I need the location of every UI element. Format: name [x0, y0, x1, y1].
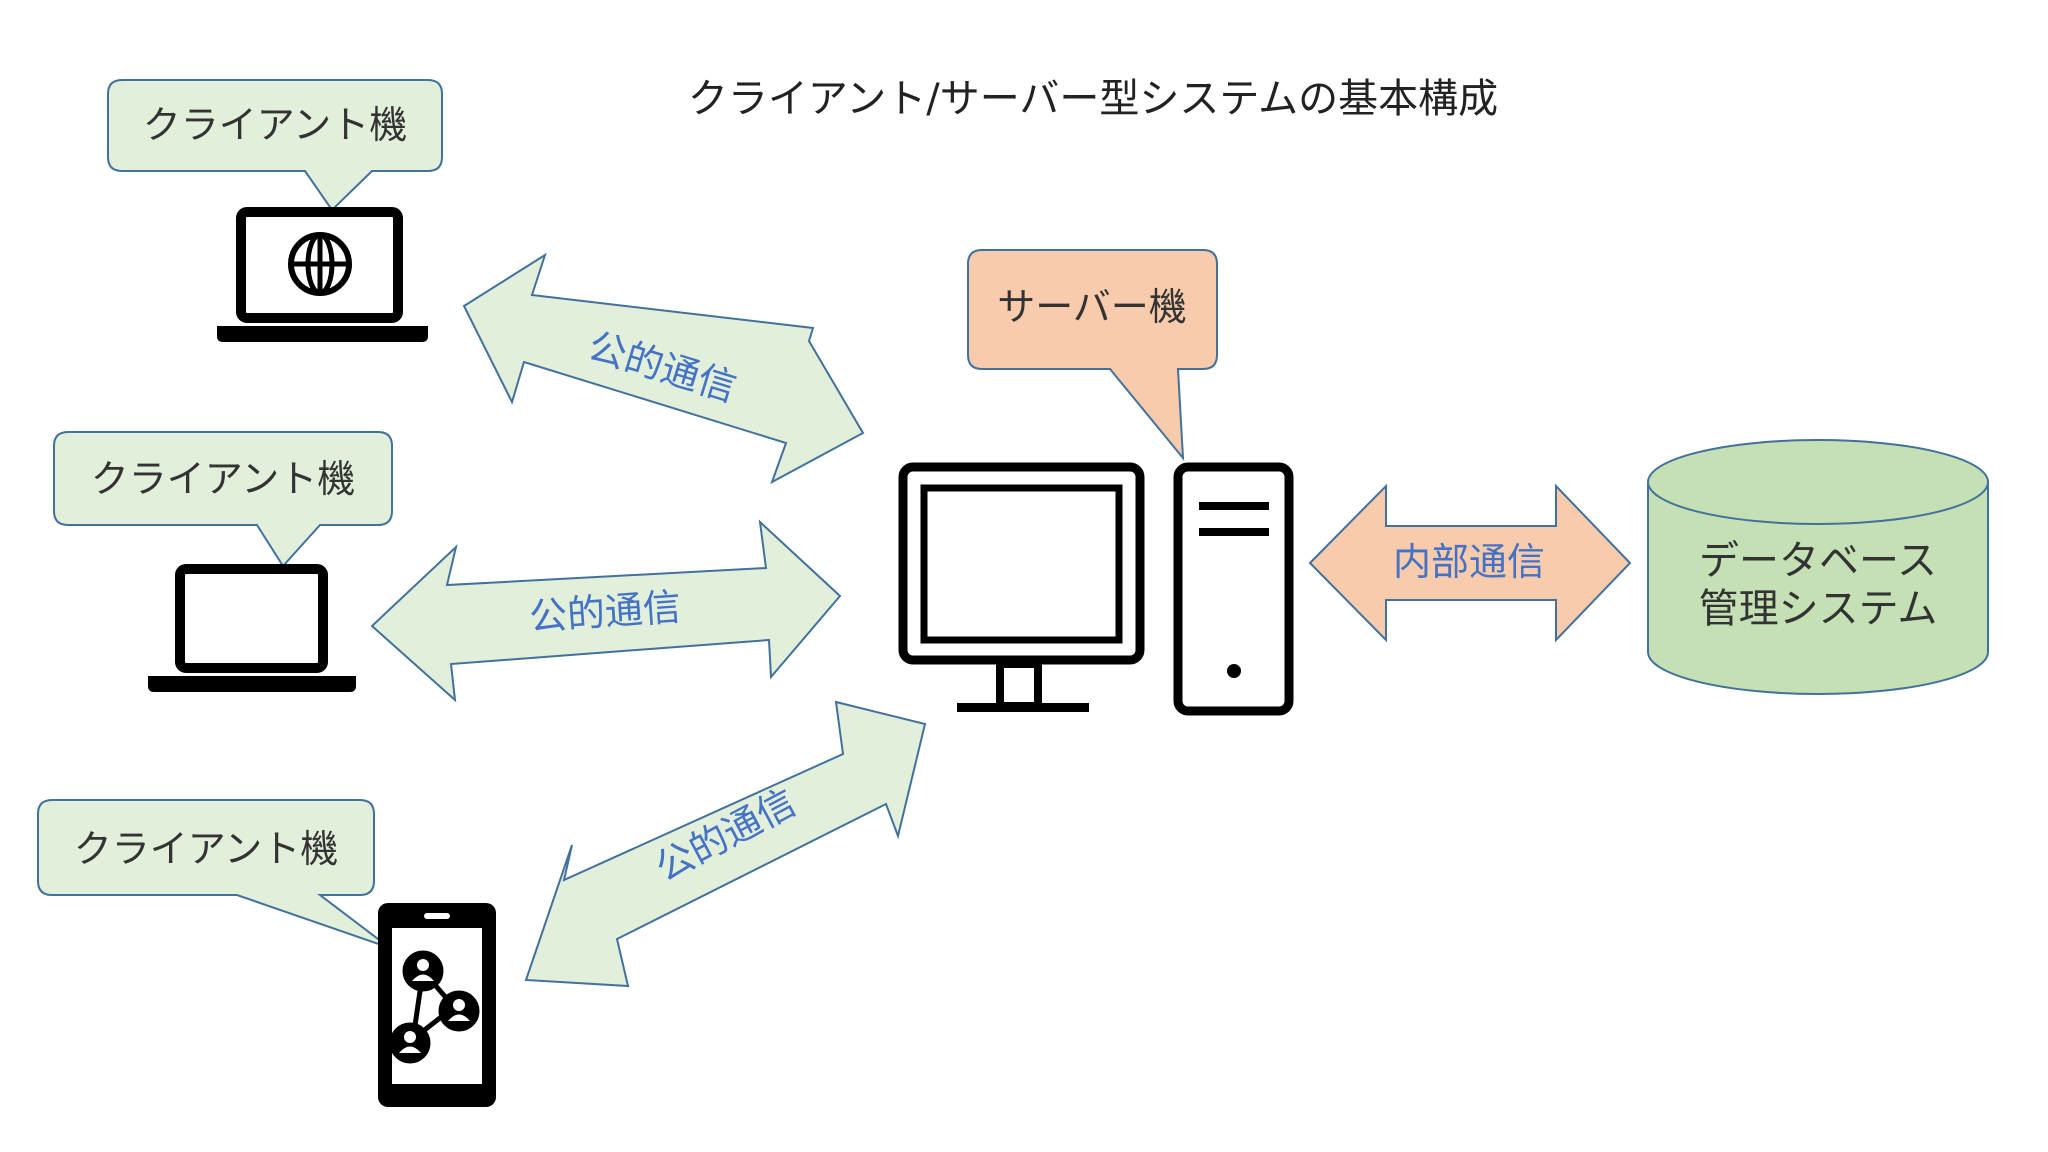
database-cylinder-icon: データベース 管理システム [1647, 439, 1989, 695]
client-label-2: クライアント機 [91, 457, 355, 501]
laptop-globe-icon [217, 207, 428, 342]
client-label-3: クライアント機 [74, 827, 338, 871]
client-bubble-1: クライアント機 [107, 79, 443, 212]
desktop-tower-icon [898, 462, 1294, 716]
laptop-icon [148, 564, 356, 692]
server-label: サーバー機 [997, 285, 1187, 329]
public-link-arrow-3: 公的通信 [524, 700, 927, 988]
database-label-line2: 管理システム [1699, 586, 1938, 632]
globe-icon [288, 232, 352, 296]
smartphone-network-icon [378, 903, 496, 1107]
public-link-arrow-2: 公的通信 [370, 519, 842, 703]
public-link-arrow-1: 公的通信 [462, 252, 865, 485]
client-label-1: クライアント機 [143, 103, 407, 147]
public-link-label-2: 公的通信 [528, 585, 683, 639]
diagram-title: クライアント/サーバー型システムの基本構成 [688, 76, 1498, 122]
client-bubble-3: クライアント機 [37, 799, 391, 949]
internal-link-label: 内部通信 [1393, 540, 1545, 584]
tower-icon [1173, 462, 1294, 716]
server-bubble: サーバー機 [967, 249, 1218, 462]
internal-link-arrow: 内部通信 [1308, 483, 1632, 643]
client-bubble-2: クライアント機 [53, 431, 393, 568]
database-label-line1: データベース [1699, 538, 1937, 584]
monitor-icon [898, 462, 1145, 712]
